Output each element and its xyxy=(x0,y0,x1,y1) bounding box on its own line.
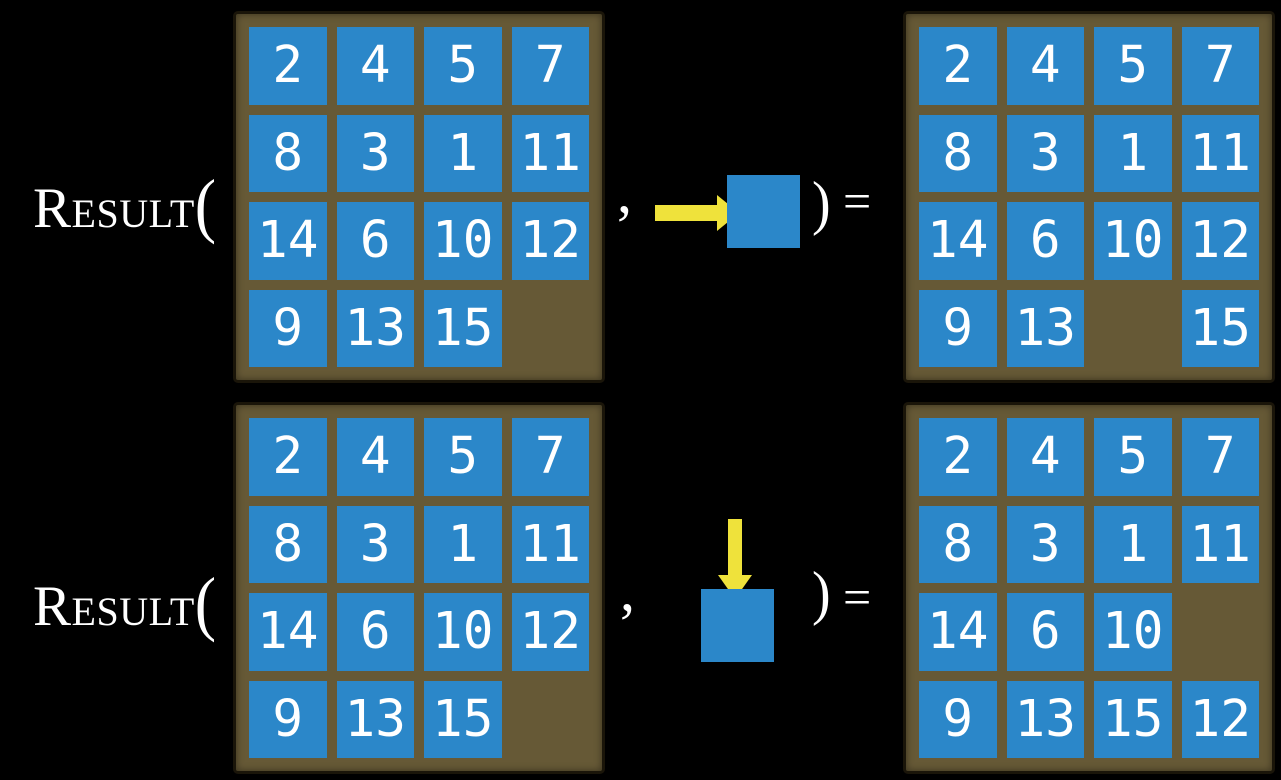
tile-5: 5 xyxy=(1094,27,1172,105)
tile-5: 5 xyxy=(1094,418,1172,496)
tile-2: 2 xyxy=(919,418,997,496)
tile-10: 10 xyxy=(424,202,502,280)
tile-10: 10 xyxy=(424,593,502,671)
tile-10: 10 xyxy=(1094,202,1172,280)
tile-5: 5 xyxy=(424,27,502,105)
close-paren: ) xyxy=(812,170,831,238)
empty-cell xyxy=(512,290,590,368)
tile-7: 7 xyxy=(511,27,589,105)
tile-4: 4 xyxy=(336,27,414,105)
tile-15: 15 xyxy=(1181,289,1259,367)
tile-13: 13 xyxy=(336,680,414,758)
tile-5: 5 xyxy=(424,418,502,496)
tile-6: 6 xyxy=(1006,593,1084,671)
tile-11: 11 xyxy=(511,505,589,583)
tile-6: 6 xyxy=(336,593,414,671)
tile-1: 1 xyxy=(424,114,502,192)
tile-2: 2 xyxy=(249,418,327,496)
tile-6: 6 xyxy=(336,202,414,280)
empty-cell xyxy=(1182,593,1260,671)
tile-2: 2 xyxy=(919,27,997,105)
tile-11: 11 xyxy=(1181,114,1259,192)
tile-14: 14 xyxy=(249,593,327,671)
tile-4: 4 xyxy=(1006,418,1084,496)
action-tile-right xyxy=(727,175,800,248)
tile-1: 1 xyxy=(424,505,502,583)
tile-4: 4 xyxy=(336,418,414,496)
tile-12: 12 xyxy=(1181,202,1259,280)
tile-11: 11 xyxy=(1181,505,1259,583)
tile-8: 8 xyxy=(249,114,327,192)
down-arrow-icon xyxy=(718,519,752,599)
tile-3: 3 xyxy=(336,505,414,583)
tile-14: 14 xyxy=(919,593,997,671)
tile-8: 8 xyxy=(919,505,997,583)
tile-14: 14 xyxy=(249,202,327,280)
tile-15: 15 xyxy=(1094,680,1172,758)
tile-14: 14 xyxy=(919,202,997,280)
empty-cell xyxy=(512,681,590,759)
equals-sign: = xyxy=(843,173,872,229)
open-paren: ( xyxy=(194,165,217,245)
tile-9: 9 xyxy=(919,289,997,367)
open-paren: ( xyxy=(194,563,217,643)
result-function-name: Result xyxy=(33,575,195,638)
tile-12: 12 xyxy=(511,202,589,280)
tile-9: 9 xyxy=(919,680,997,758)
tile-7: 7 xyxy=(1181,418,1259,496)
tile-10: 10 xyxy=(1094,593,1172,671)
tile-13: 13 xyxy=(336,289,414,367)
tile-3: 3 xyxy=(336,114,414,192)
tile-13: 13 xyxy=(1006,680,1084,758)
function-label: Result( xyxy=(33,169,216,241)
tile-12: 12 xyxy=(511,593,589,671)
comma: , xyxy=(617,159,632,225)
tile-1: 1 xyxy=(1094,114,1172,192)
tile-11: 11 xyxy=(511,114,589,192)
result-function-name: Result xyxy=(33,177,195,240)
action-tile-down xyxy=(701,589,774,662)
close-paren: ) xyxy=(812,560,831,628)
tile-1: 1 xyxy=(1094,505,1172,583)
function-label: Result( xyxy=(33,567,216,639)
empty-cell xyxy=(1094,290,1172,368)
tile-9: 9 xyxy=(249,680,327,758)
tile-15: 15 xyxy=(424,289,502,367)
tile-15: 15 xyxy=(424,680,502,758)
tile-3: 3 xyxy=(1006,114,1084,192)
tile-2: 2 xyxy=(249,27,327,105)
tile-6: 6 xyxy=(1006,202,1084,280)
tile-7: 7 xyxy=(1181,27,1259,105)
tile-7: 7 xyxy=(511,418,589,496)
tile-4: 4 xyxy=(1006,27,1084,105)
comma: , xyxy=(620,557,635,623)
tile-3: 3 xyxy=(1006,505,1084,583)
tile-8: 8 xyxy=(919,114,997,192)
tile-9: 9 xyxy=(249,289,327,367)
tile-13: 13 xyxy=(1006,289,1084,367)
equals-sign: = xyxy=(843,569,872,625)
tile-12: 12 xyxy=(1181,680,1259,758)
tile-8: 8 xyxy=(249,505,327,583)
